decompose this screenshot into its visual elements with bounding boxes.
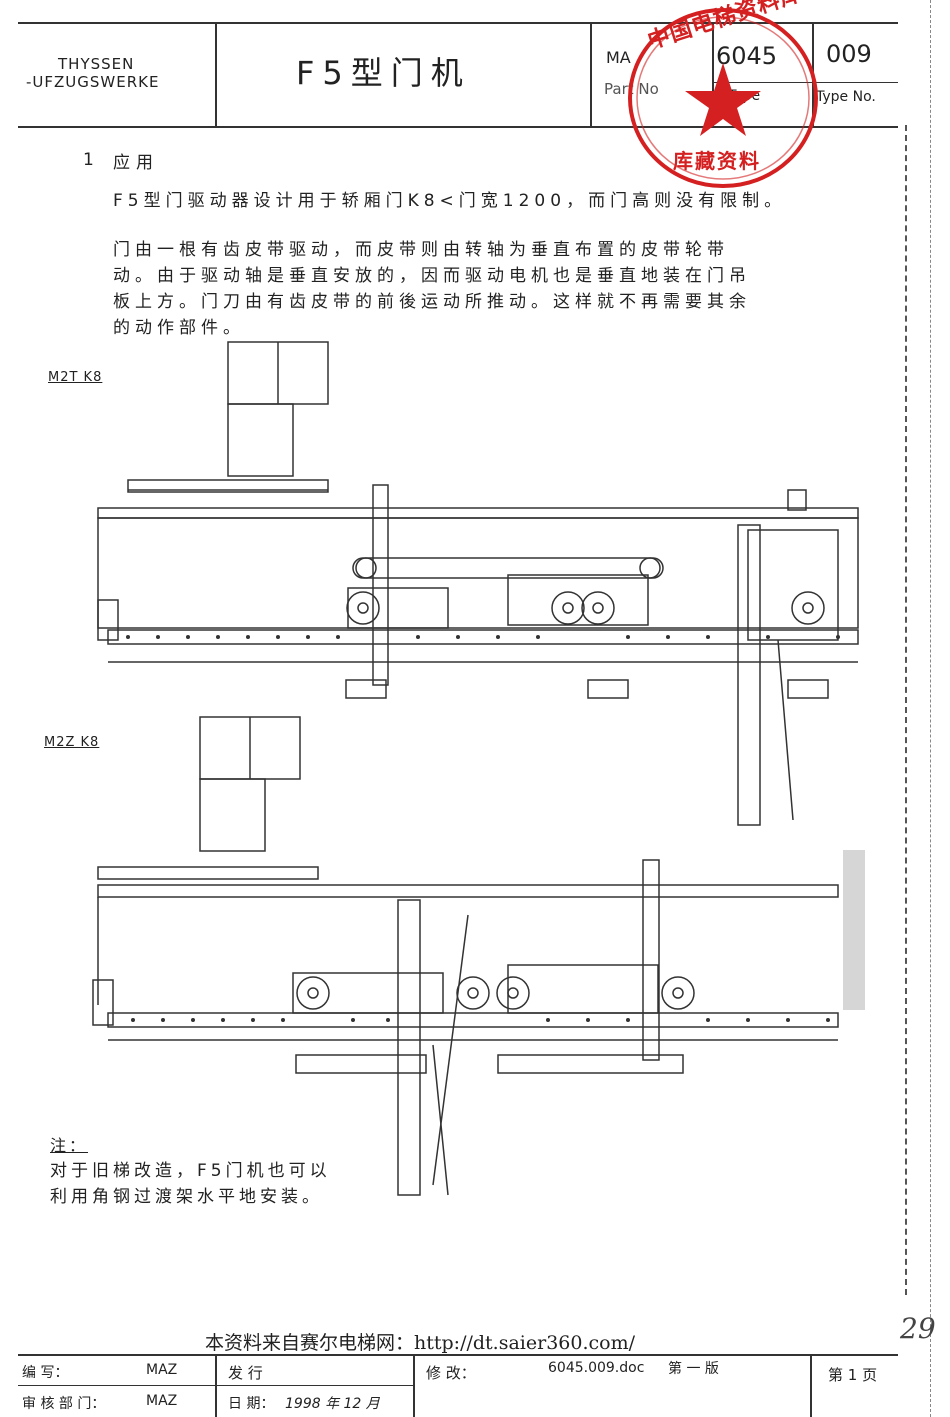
- note-label: 注：: [50, 1136, 89, 1155]
- stamp-text-bottom: 库藏资料: [673, 149, 761, 173]
- footer-checked-label: 审 核 部 门：: [22, 1396, 106, 1412]
- paragraph-2-line-1: 门由一根有齿皮带驱动，而皮带则由转轴为垂直布置的皮带轮带: [113, 240, 729, 260]
- footer-drawn-label: 编 写：: [22, 1365, 69, 1381]
- footer-drawn-by: MAZ: [146, 1362, 178, 1378]
- company-name-line1: THYSSEN: [58, 55, 135, 73]
- paragraph-2-line-3: 板上方。门刀由有齿皮带的前後运动所推动。这样就不再需要其余: [113, 292, 751, 312]
- part-number: 6045: [716, 42, 778, 70]
- note-line-1: 对于旧梯改造，F5门机也可以: [50, 1161, 331, 1181]
- figure-1-caption: M2T K8: [48, 370, 103, 385]
- type-no-label: Type No.: [816, 89, 876, 105]
- footer-edition: 第 一 版: [668, 1361, 719, 1377]
- footer-date-label: 日 期：: [228, 1396, 275, 1412]
- stamp-seal-icon: [628, 8, 818, 188]
- footer-date: 1998 年 12 月: [285, 1396, 380, 1412]
- figure-2-caption: M2Z K8: [44, 735, 100, 750]
- section-heading: 应用: [113, 153, 159, 173]
- library-stamp: 中国电梯资料库 库藏资料: [625, 0, 821, 191]
- figure-1-door-operator-drawing: [97, 341, 859, 826]
- company-name-line2: -UFZUGSWERKE: [26, 73, 160, 91]
- footer-page-number: 第 1 页: [828, 1366, 878, 1384]
- footer-checked-by: MAZ: [146, 1393, 178, 1409]
- source-url-line: 本资料来自赛尔电梯网：http://dt.saier360.com/: [205, 1332, 635, 1354]
- paragraph-2-line-4: 的动作部件。: [113, 318, 245, 338]
- right-margin-border: [905, 125, 907, 1295]
- right-edge-border: [930, 0, 931, 1417]
- section-number: 1: [83, 150, 94, 170]
- paragraph-2-line-2: 动。由于驱动轴是垂直安放的，因而驱动电机也是垂直地装在门吊: [113, 266, 751, 286]
- document-title: F5型门机: [296, 54, 471, 92]
- footer-file-name: 6045.009.doc: [548, 1360, 645, 1376]
- paragraph-1: F5型门驱动器设计用于轿厢门K8<门宽1200，而门高则没有限制。: [113, 191, 787, 211]
- note-line-2: 利用角钢过渡架水平地安装。: [50, 1187, 323, 1207]
- type-no-value: 009: [826, 40, 872, 68]
- footer-revision-label: 修 改：: [426, 1364, 476, 1382]
- figure-2-door-operator-drawing: [92, 716, 865, 1196]
- margin-handwritten-mark: 29: [900, 1312, 936, 1345]
- footer-release-label: 发 行: [228, 1364, 263, 1382]
- ma-label: MA: [606, 48, 631, 67]
